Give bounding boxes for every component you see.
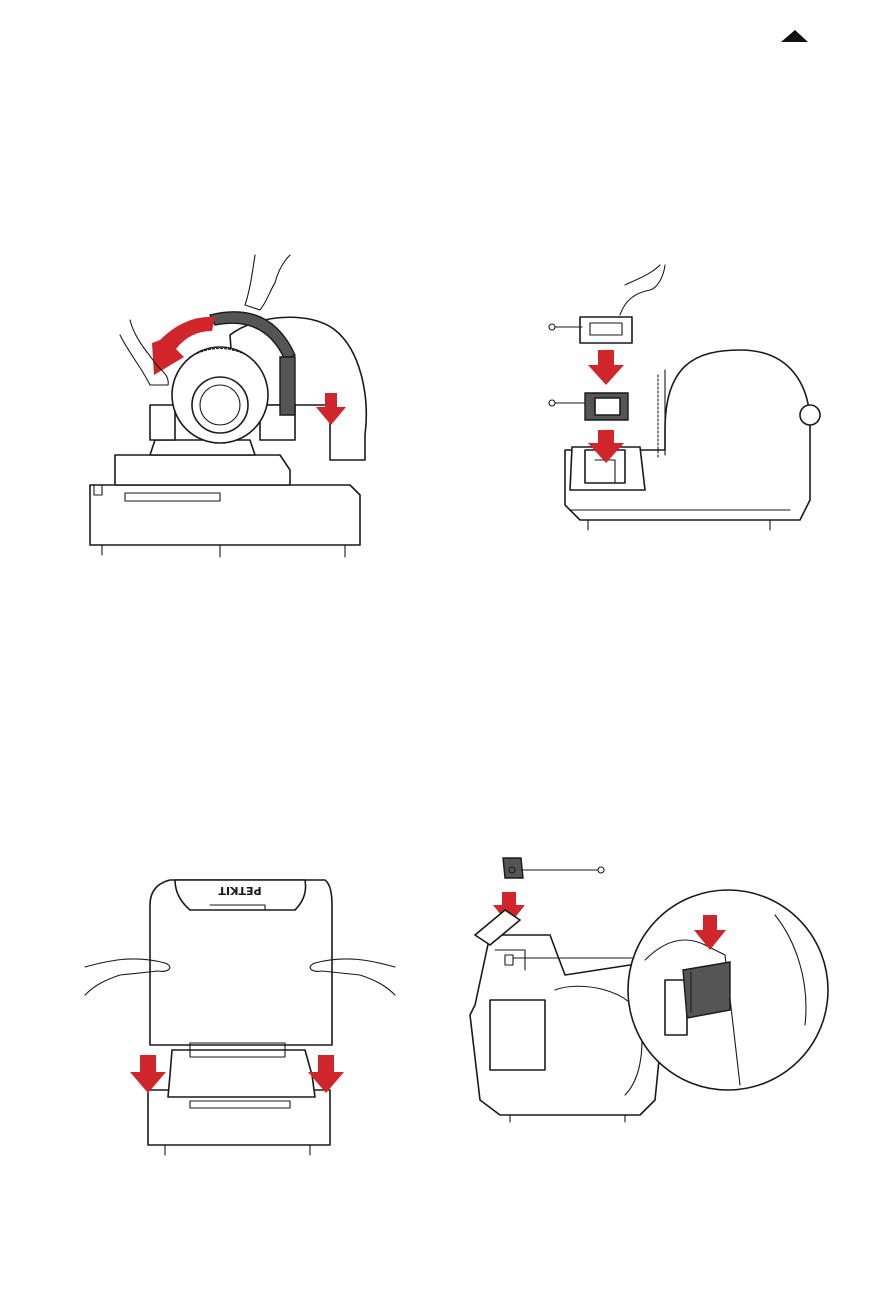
logo-text: PETKIT xyxy=(218,884,262,897)
figure-filter-insert xyxy=(540,245,840,575)
figure-plug-insert xyxy=(465,850,845,1170)
figure-drum-rotation xyxy=(80,245,380,575)
figure-lid-place: PETKIT xyxy=(80,875,400,1175)
